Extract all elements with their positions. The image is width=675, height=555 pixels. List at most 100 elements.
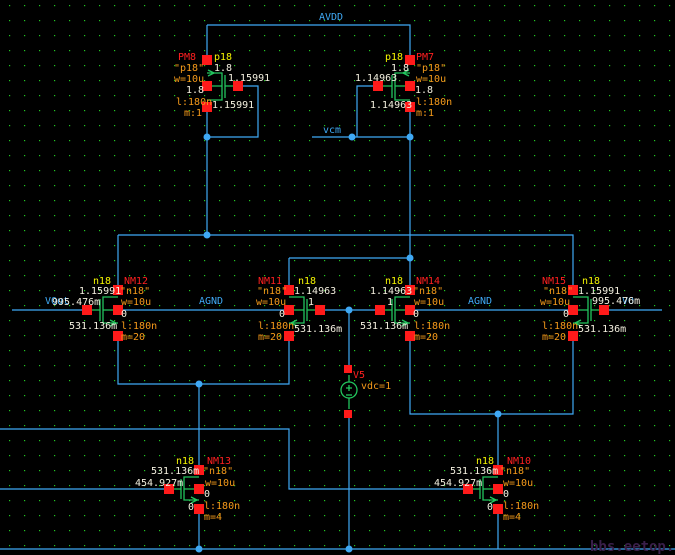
pin[interactable] [113,305,123,315]
pin[interactable] [202,81,212,91]
pin[interactable] [568,331,578,341]
grid-dot [624,305,626,307]
pin[interactable] [344,410,352,418]
pin[interactable] [284,305,294,315]
pin[interactable] [194,465,204,475]
transistor-nm12[interactable]: n18 NM12 1.15991 "n18" 995.476m w=10u 0 … [52,276,157,343]
grid-dot [279,485,281,487]
pin[interactable] [405,102,415,112]
grid-dot [579,110,581,112]
grid-dot [399,140,401,142]
transistor-nm11[interactable]: NM11 n18 "n18" 1.14963 w=10u 1 0 l:180n … [256,276,342,343]
transistor-nm13[interactable]: n18 NM13 531.136m "n18" 454.927m w=10u 0… [135,456,240,523]
wire-pm7-gate[interactable] [356,85,378,137]
grid-dot [534,155,536,157]
instance-name: NM15 [542,276,566,287]
grid-dot [294,410,296,412]
pin[interactable] [493,504,503,514]
pin[interactable] [375,305,385,315]
grid-dot [429,350,431,352]
grid-dot [609,245,611,247]
instance-name: NM13 [207,456,231,467]
grid-dot [129,455,131,457]
pin[interactable] [568,305,578,315]
pin[interactable] [202,102,212,112]
grid-dot [144,200,146,202]
pin[interactable] [194,484,204,494]
grid-dot [459,320,461,322]
grid-dot [414,260,416,262]
grid-dot [354,410,356,412]
pin[interactable] [202,55,212,65]
grid-dot [609,200,611,202]
grid-dot [54,215,56,217]
pin[interactable] [284,331,294,341]
grid-dot [594,500,596,502]
pin[interactable] [194,504,204,514]
grid-dot [549,335,551,337]
voltage-source-v5[interactable]: V5 vdc=1 [340,365,391,418]
grid-dot [519,140,521,142]
wire-avdd[interactable] [206,24,411,60]
pin[interactable] [82,305,92,315]
pin[interactable] [405,285,415,295]
wire-pm8-diode[interactable] [207,85,259,138]
grid-dot [594,335,596,337]
pin[interactable] [373,81,383,91]
pin[interactable] [405,305,415,315]
grid-dot [189,245,191,247]
grid-dot [399,335,401,337]
multiplier-param: m=20 [121,332,145,343]
nm10-symbol [468,476,498,501]
grid-dot [324,335,326,337]
pin[interactable] [113,331,123,341]
grid-dot [114,530,116,532]
grid-dot [174,110,176,112]
grid-dot [294,5,296,7]
pin[interactable] [599,305,609,315]
grid-dot [654,515,656,517]
pin[interactable] [164,484,174,494]
grid-dot [114,515,116,517]
transistor-pm7[interactable]: PM7 p18 "p18" 1.8 w=10u 1.14963 1.8 l:18… [355,52,452,119]
grid-dot [204,545,206,547]
grid-dot [654,455,656,457]
transistor-nm10[interactable]: n18 NM10 531.136m "n18" 454.927m w=10u 0… [434,456,539,523]
wire-src-right[interactable] [409,336,574,415]
grid-dot [309,20,311,22]
pin[interactable] [405,81,415,91]
pin[interactable] [405,331,415,341]
grid-dot [624,155,626,157]
wire-bias-mid[interactable] [0,428,468,490]
pin[interactable] [344,365,352,373]
grid-dot [579,230,581,232]
grid-dot [654,110,656,112]
grid-dot [399,500,401,502]
grid-dot [504,410,506,412]
transistor-pm8[interactable]: PM8 p18 "p18" 1.8 w=10u 1.15991 1.8 l:18… [174,52,270,119]
pin[interactable] [463,484,473,494]
pin[interactable] [284,285,294,295]
transistor-nm14[interactable]: n18 NM14 1.14963 "n18" 1 w=10u 0 531.136… [360,276,450,343]
pin[interactable] [113,285,123,295]
grid-dot [114,50,116,52]
pin[interactable] [493,484,503,494]
pin[interactable] [405,55,415,65]
grid-dot [129,365,131,367]
grid-dot [594,275,596,277]
wire-src-left[interactable] [117,336,290,385]
pin[interactable] [568,285,578,295]
pin[interactable] [493,465,503,475]
grid-dot [579,545,581,547]
pin[interactable] [233,81,243,91]
grid-dot [324,65,326,67]
grid-dot [144,485,146,487]
grid-dot [504,50,506,52]
transistor-nm15[interactable]: NM15 n18 "n18" 1.15991 w=10u 995.476m 0 … [540,276,640,343]
wire-drain-bus-left[interactable] [118,234,574,285]
wire-ground-rail[interactable] [0,514,675,550]
pin[interactable] [315,305,325,315]
grid-dot [654,440,656,442]
grid-dot [294,230,296,232]
